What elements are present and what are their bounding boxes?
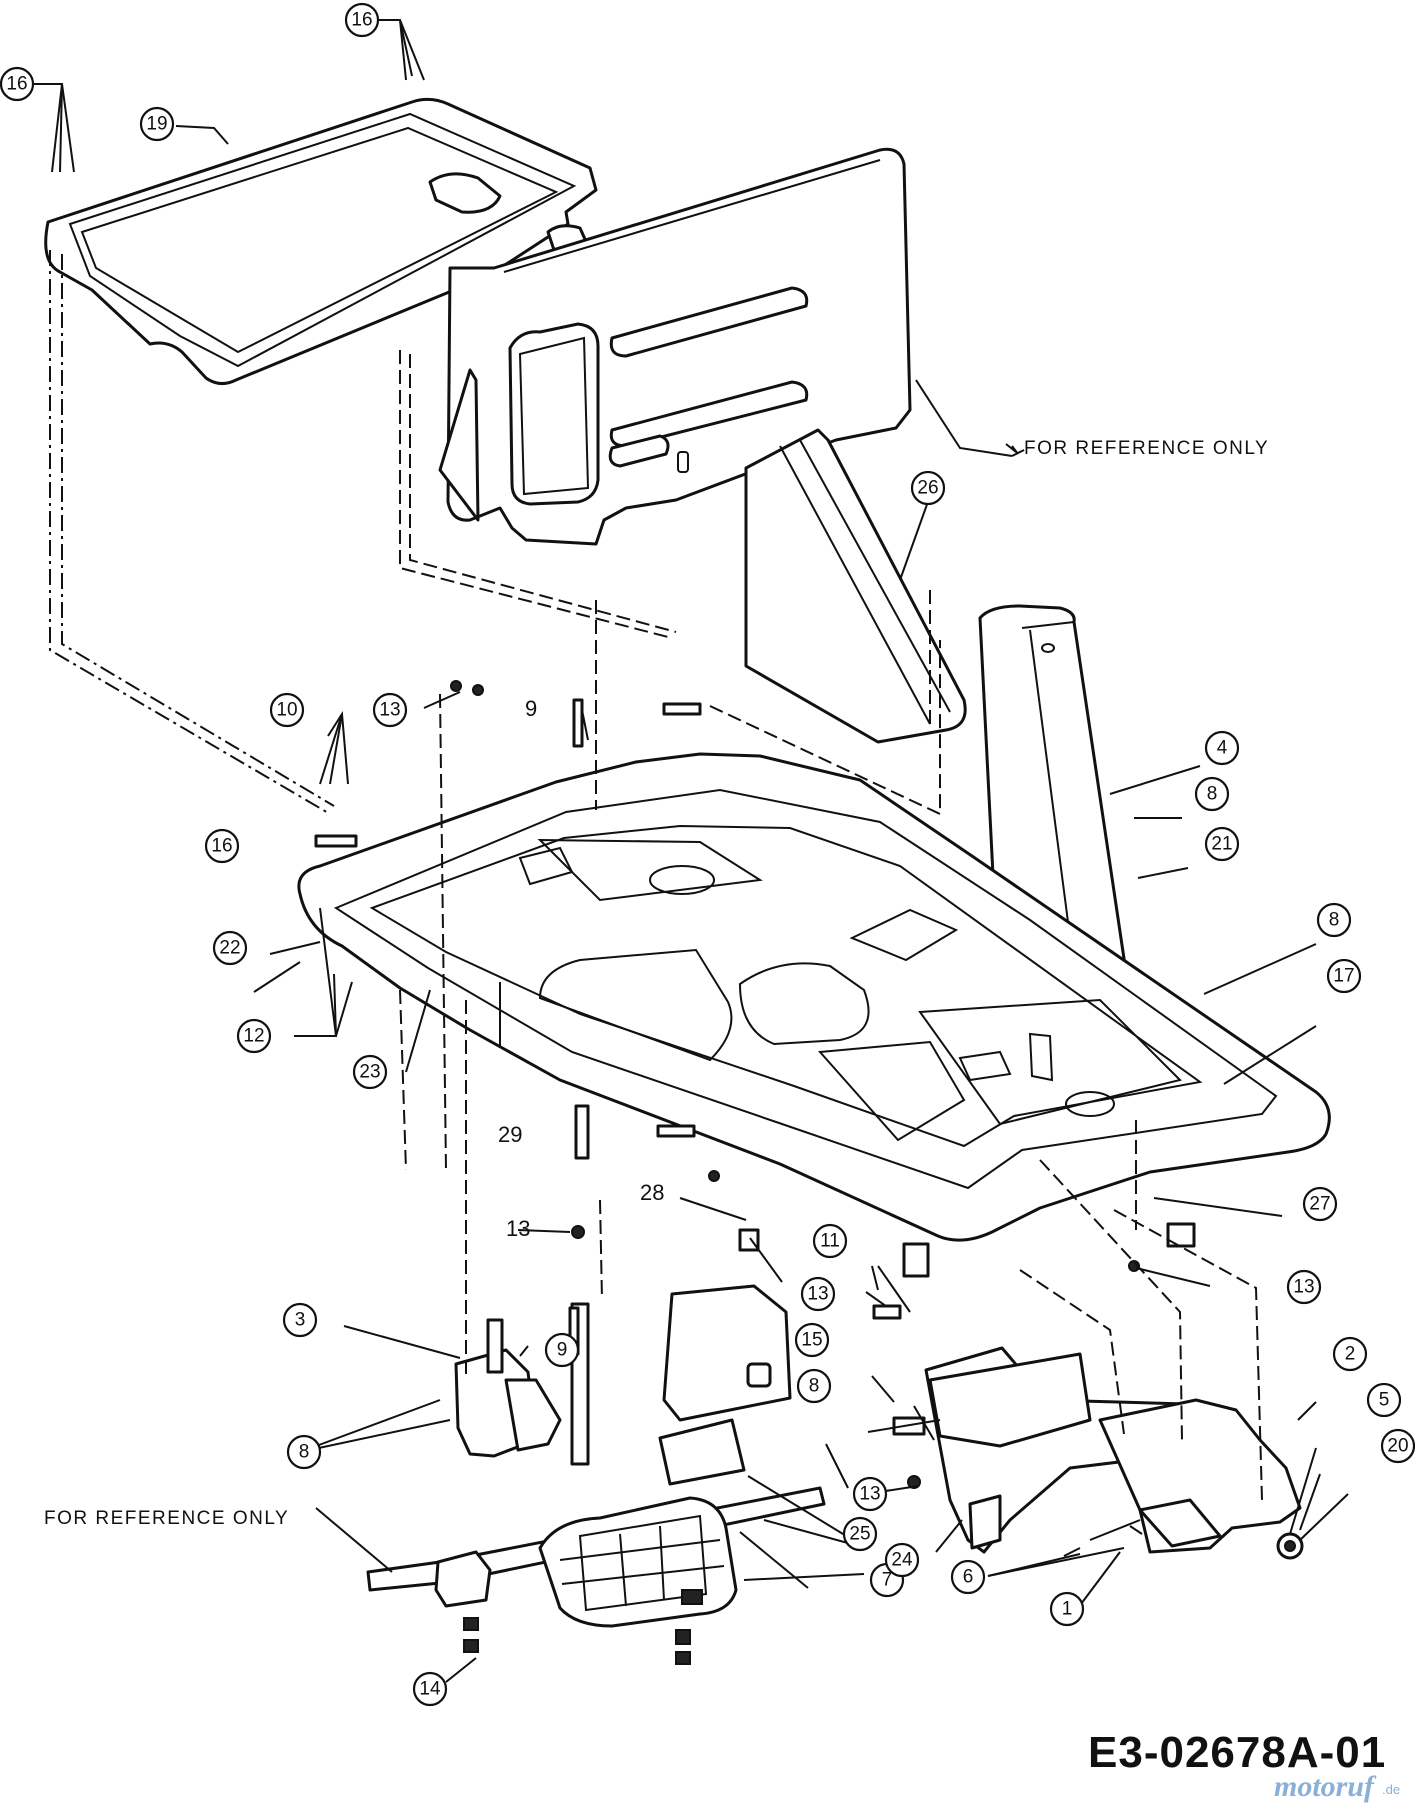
callout-1: 1 [1049,1591,1085,1627]
callout-13-d: 13 [852,1476,888,1512]
callout-12: 12 [236,1018,272,1054]
callout-13-c: 13 [1286,1269,1322,1305]
svg-text:4: 4 [1217,738,1228,759]
svg-text:8: 8 [1329,910,1340,931]
center-brackets-part [658,1284,792,1486]
svg-text:13: 13 [379,700,400,721]
callout-9: 9 [544,1332,580,1368]
callout-23: 23 [352,1054,388,1090]
svg-text:13: 13 [1293,1277,1314,1298]
callout-8-d: 8 [286,1434,322,1470]
front-brackets-part [924,1346,1302,1554]
label-13: 13 [506,1216,530,1241]
callout-25: 25 [842,1516,878,1552]
callout-13-a: 13 [372,692,408,728]
left-support-part [454,1348,562,1458]
watermark-domain: .de [1382,1782,1401,1797]
reference-leader-top [1011,445,1019,455]
drawing-number: E3-02678A-01 [1088,1728,1387,1777]
callout-8-c: 8 [796,1368,832,1404]
svg-text:3: 3 [295,1310,306,1331]
callout-5: 5 [1366,1382,1402,1418]
callout-16-c: 16 [204,828,240,864]
svg-text:19: 19 [146,114,167,135]
callout-26: 26 [910,470,946,506]
svg-text:8: 8 [299,1442,310,1463]
svg-text:12: 12 [243,1026,264,1047]
callout-8-a: 8 [1194,776,1230,812]
svg-text:21: 21 [1211,834,1232,855]
callout-14: 14 [412,1671,448,1707]
label-9-top: 9 [525,696,537,721]
callout-2: 2 [1332,1336,1368,1372]
svg-text:1: 1 [1062,1599,1073,1620]
label-28: 28 [640,1180,664,1205]
svg-text:6: 6 [963,1567,974,1588]
svg-text:7: 7 [882,1570,893,1591]
transaxle-part [366,1486,826,1665]
callout-15: 15 [794,1322,830,1358]
svg-text:16: 16 [211,836,232,857]
svg-text:25: 25 [849,1524,870,1545]
footrest-deck-part [297,752,1331,1242]
note-reference-top: FOR REFERENCE ONLY [1024,438,1269,459]
svg-text:26: 26 [917,478,938,499]
svg-text:8: 8 [809,1376,820,1397]
svg-text:8: 8 [1207,784,1218,805]
callout-20: 20 [1380,1428,1415,1464]
svg-text:20: 20 [1387,1436,1408,1457]
leader-lines [30,19,1349,1683]
svg-text:13: 13 [859,1484,880,1505]
callout-11: 11 [812,1223,848,1259]
callout-16-a: 16 [344,2,380,38]
svg-text:16: 16 [6,74,27,95]
svg-text:11: 11 [820,1231,840,1252]
svg-text:13: 13 [807,1284,828,1305]
svg-text:24: 24 [891,1550,913,1571]
svg-text:5: 5 [1379,1390,1390,1411]
svg-text:27: 27 [1309,1194,1330,1215]
callout-16-b: 16 [0,66,35,102]
assembly-lines [49,250,1263,1501]
label-29: 29 [498,1122,522,1147]
seat-support-part [744,428,967,744]
svg-text:17: 17 [1333,966,1354,987]
callout-13-b: 13 [800,1276,836,1312]
callout-21: 21 [1204,826,1240,862]
callout-3: 3 [282,1302,318,1338]
callout-8-b: 8 [1316,902,1352,938]
callout-24: 24 [884,1542,920,1578]
callout-19: 19 [139,106,175,142]
callout-22: 22 [212,930,248,966]
callout-17: 17 [1326,958,1362,994]
svg-text:14: 14 [419,1679,441,1700]
hardware-parts [314,680,1304,1560]
callout-6: 6 [950,1559,986,1595]
svg-text:23: 23 [359,1062,380,1083]
svg-text:22: 22 [219,938,240,959]
svg-text:10: 10 [276,700,297,721]
svg-text:15: 15 [801,1330,822,1351]
callout-10: 10 [269,692,305,728]
svg-text:9: 9 [557,1340,568,1361]
watermark-logo: motoruf [1274,1770,1375,1803]
svg-text:2: 2 [1345,1344,1356,1365]
callout-4: 4 [1204,730,1240,766]
note-reference-bottom: FOR REFERENCE ONLY [44,1508,289,1529]
tray-part [44,97,598,385]
callout-27: 27 [1302,1186,1338,1222]
svg-text:16: 16 [351,10,372,31]
